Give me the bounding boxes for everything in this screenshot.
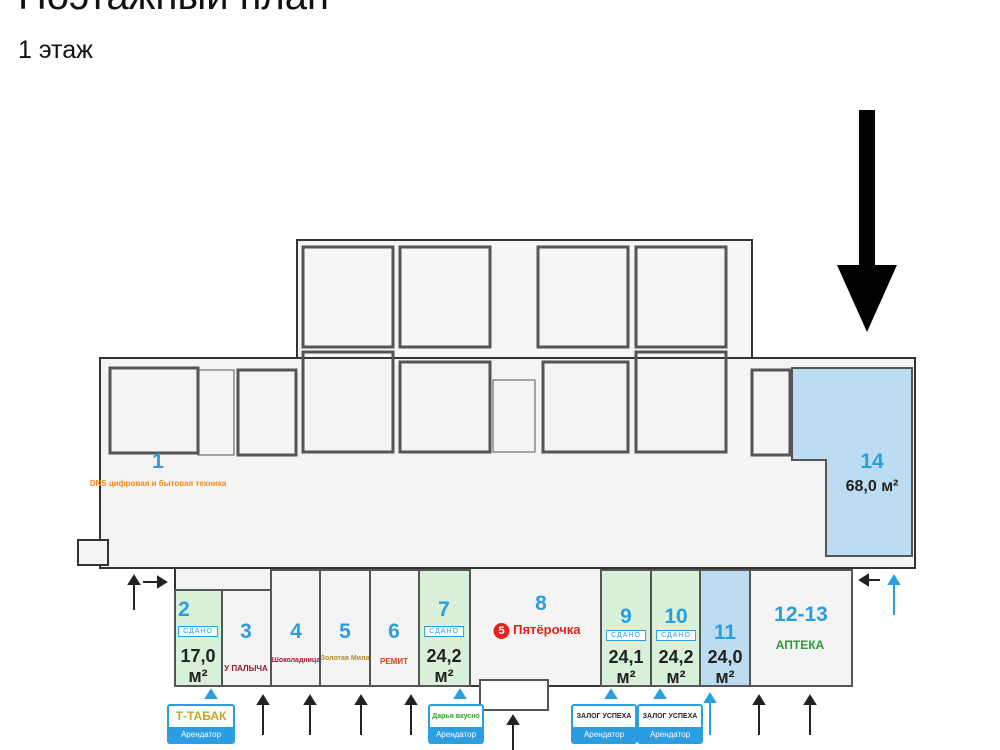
unit-2-status-badge: СДАНО bbox=[178, 626, 218, 637]
unit-3-logo: У ПАЛЫЧА bbox=[224, 664, 268, 673]
unit-6-logo: РЕМИТ bbox=[380, 657, 408, 666]
unit-4-number[interactable]: 4 bbox=[290, 620, 302, 643]
unit-9-number[interactable]: 9 bbox=[620, 605, 632, 628]
unit-9-status-badge: СДАНО bbox=[606, 630, 646, 641]
unit-5-number[interactable]: 5 bbox=[339, 620, 351, 643]
unit-8-number[interactable]: 8 bbox=[535, 592, 547, 615]
unit-7-status-badge: СДАНО bbox=[424, 626, 464, 637]
unit-10-number[interactable]: 10 bbox=[664, 605, 688, 628]
unit-14-number[interactable]: 14 bbox=[860, 450, 884, 473]
unit-4-logo: Шоколадница bbox=[271, 657, 321, 664]
unit-2-number[interactable]: 2 bbox=[178, 598, 190, 621]
unit-11-number[interactable]: 11 bbox=[713, 621, 737, 644]
pointer-arrow-icon bbox=[837, 110, 897, 332]
unit-5-logo: Золотая Мила bbox=[320, 655, 370, 662]
unit-12-13-number[interactable]: 12-13 bbox=[774, 603, 828, 626]
unit-1-number: 1 bbox=[152, 450, 164, 473]
unit-3-number[interactable]: 3 bbox=[240, 620, 252, 643]
page-title: Поэтажный план bbox=[18, 0, 329, 19]
unit-10-status-badge: СДАНО bbox=[656, 630, 696, 641]
unit-8-logo: 5 Пятёрочка bbox=[493, 622, 581, 639]
unit-7-number[interactable]: 7 bbox=[438, 598, 450, 621]
unit-12-13-logo: АПТЕКА bbox=[775, 638, 825, 652]
unit-1-logo: DNS цифровая и бытовая техника bbox=[89, 479, 227, 488]
floor-label: 1 этаж bbox=[18, 36, 93, 64]
unit-14-area: 68,0 м² bbox=[845, 478, 899, 495]
unit-6-number[interactable]: 6 bbox=[388, 620, 400, 643]
